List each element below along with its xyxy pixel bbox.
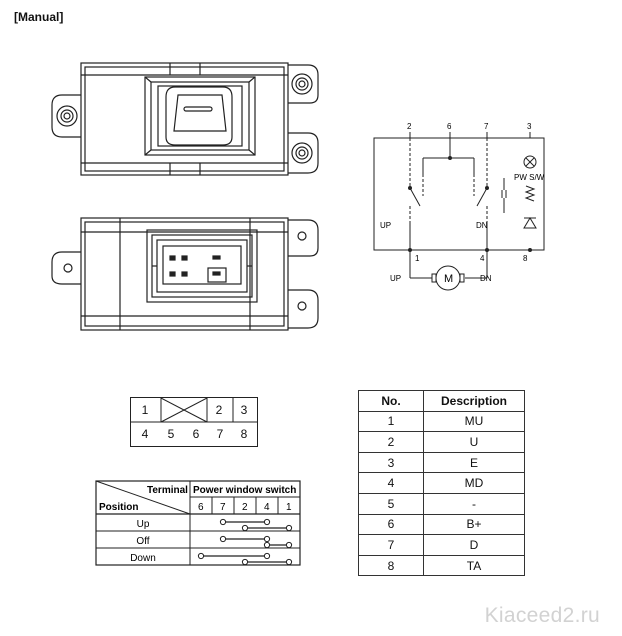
column-header-7: 7 [220, 502, 226, 513]
continuity-node [263, 541, 271, 549]
pin-description: E [423, 451, 525, 474]
connector-pin-1: 1 [141, 403, 149, 417]
pin-number: 1 [358, 410, 424, 433]
connector-pin-3: 3 [240, 403, 248, 417]
continuity-node [263, 552, 271, 560]
motor-dn-label: DN [480, 274, 492, 283]
column-header-1: 1 [286, 502, 292, 513]
terminal-header: Terminal [147, 485, 188, 496]
position-off: Off [136, 536, 149, 547]
continuity-node [285, 524, 293, 532]
continuity-node [197, 552, 205, 560]
pin-description: TA [423, 554, 525, 577]
lamp-label: PW S/W [514, 173, 545, 182]
connector-pin-7: 7 [216, 427, 224, 441]
column-header-6: 6 [198, 502, 204, 513]
connector-pin-2: 2 [215, 403, 223, 417]
motor-up-label: UP [390, 274, 401, 283]
switch-dn-label: DN [476, 221, 488, 230]
terminal-label-3: 3 [527, 122, 532, 131]
column-header-2: 2 [242, 502, 248, 513]
connector-pin-6: 6 [192, 427, 200, 441]
switch-bottom-view-drawing [51, 217, 319, 331]
pin-description: MU [423, 410, 525, 433]
continuity-node [241, 524, 249, 532]
pin-number: 3 [358, 451, 424, 474]
continuity-node [285, 558, 293, 566]
continuity-marks [197, 518, 293, 566]
connector-pinout: 1 2 3 4 5 6 7 8 [130, 397, 258, 447]
connector-pin-8: 8 [240, 427, 248, 441]
position-header: Position [99, 502, 138, 513]
column-header-no: No. [358, 390, 424, 412]
pin-description: - [423, 492, 525, 515]
switch-top-view-drawing [51, 62, 319, 176]
pin-description: D [423, 534, 525, 556]
terminal-label-7: 7 [484, 122, 489, 131]
connector-pin-5: 5 [167, 427, 175, 441]
page-title: [Manual] [14, 10, 64, 24]
terminal-label-2: 2 [407, 122, 412, 131]
pin-number: 8 [358, 554, 424, 577]
power-window-switch-header: Power window switch [193, 485, 296, 496]
continuity-node [219, 535, 227, 543]
switch-up-label: UP [380, 221, 391, 230]
connector-grid-lines [131, 398, 257, 423]
continuity-node [263, 518, 271, 526]
table-row: 5- [358, 492, 525, 515]
pin-description: U [423, 431, 525, 453]
pin-number: 2 [358, 431, 424, 453]
pin-number: 4 [358, 472, 424, 494]
position-up: Up [137, 519, 150, 530]
column-header-description: Description [423, 390, 525, 412]
pin-number: 7 [358, 534, 424, 556]
terminal-label-8: 8 [523, 254, 528, 263]
watermark: Kiaceed2.ru [484, 604, 600, 627]
pin-number: 6 [358, 513, 424, 536]
terminal-label-1: 1 [415, 254, 420, 263]
terminal-position-table: Terminal Power window switch Position 6 … [95, 480, 301, 566]
continuity-node [263, 535, 271, 543]
table-header-row: No. Description [358, 390, 525, 412]
circuit-schematic: 2 6 7 3 1 4 8 UP DN PW S/W UP DN M [373, 122, 545, 291]
pin-description: MD [423, 472, 525, 494]
pin-description: B+ [423, 513, 525, 536]
pin-number: 5 [358, 492, 424, 515]
position-down: Down [130, 553, 156, 564]
terminal-label-4: 4 [480, 254, 485, 263]
continuity-node [241, 558, 249, 566]
continuity-node [285, 541, 293, 549]
continuity-node [219, 518, 227, 526]
terminal-label-6: 6 [447, 122, 452, 131]
motor-symbol: M [444, 273, 453, 285]
column-header-4: 4 [264, 502, 270, 513]
connector-pin-4: 4 [141, 427, 149, 441]
